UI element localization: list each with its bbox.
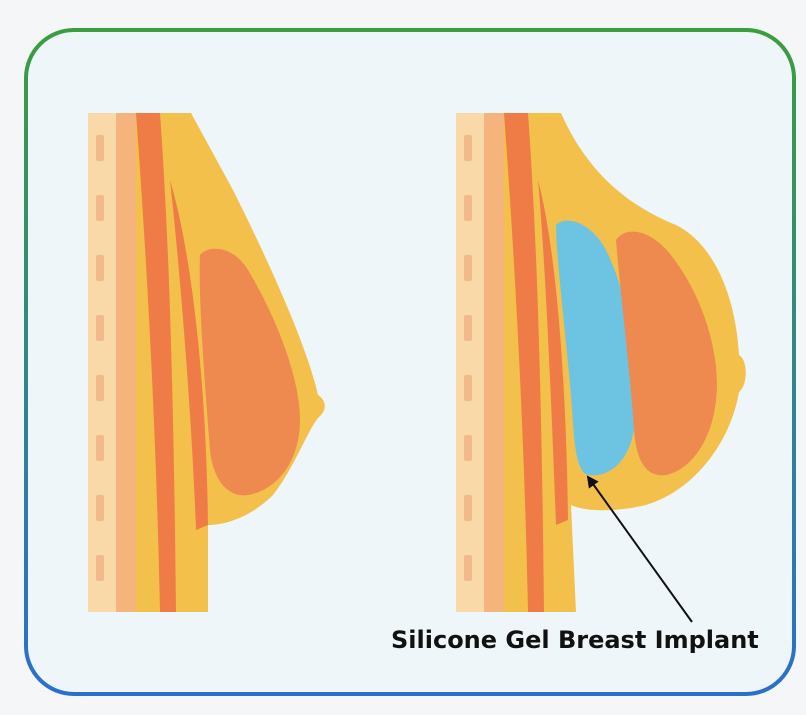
vertebra-mark bbox=[96, 255, 104, 281]
skin-mid-before bbox=[116, 113, 136, 612]
vertebra-mark bbox=[464, 195, 472, 221]
vertebra-mark bbox=[464, 555, 472, 581]
vertebra-mark bbox=[96, 435, 104, 461]
vertebra-mark bbox=[96, 315, 104, 341]
vertebra-mark bbox=[464, 375, 472, 401]
vertebra-mark bbox=[96, 135, 104, 161]
implant-label: Silicone Gel Breast Implant bbox=[391, 626, 759, 654]
vertebra-mark bbox=[464, 255, 472, 281]
vertebra-mark bbox=[96, 375, 104, 401]
vertebra-mark bbox=[464, 315, 472, 341]
vertebra-mark bbox=[464, 495, 472, 521]
vertebra-mark bbox=[464, 135, 472, 161]
vertebra-mark bbox=[464, 435, 472, 461]
vertebra-mark bbox=[96, 495, 104, 521]
skin-light-before bbox=[88, 113, 116, 612]
vertebra-mark bbox=[96, 195, 104, 221]
vertebra-mark bbox=[96, 555, 104, 581]
skin-mid-after bbox=[484, 113, 504, 612]
skin-light-after bbox=[456, 113, 484, 612]
